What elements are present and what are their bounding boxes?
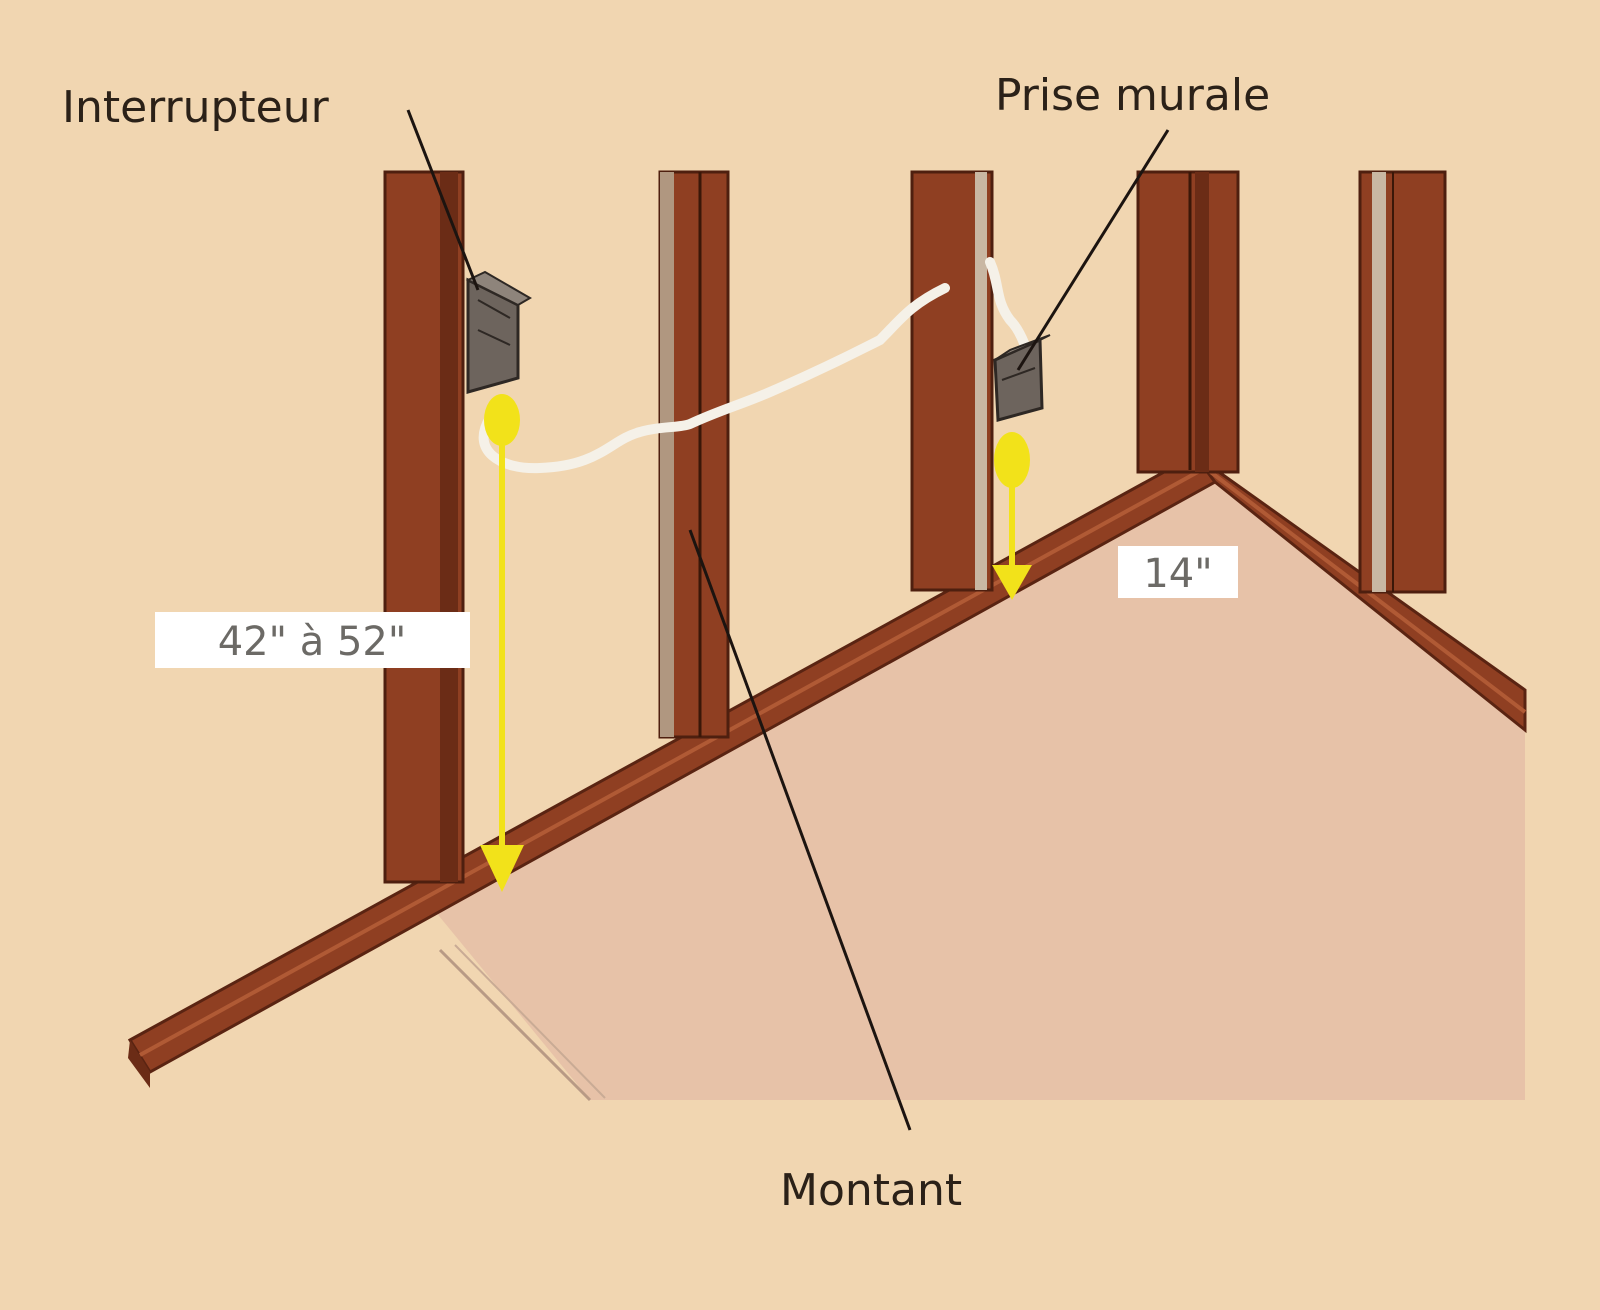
switch-leader-line: [406, 109, 480, 291]
switch-height-label: 42" à 52": [218, 619, 407, 665]
stud-label: Montant: [780, 1165, 962, 1216]
switch-height-guide: [480, 394, 524, 892]
plate-shadow: [438, 948, 592, 1102]
outlet-leader-line: [1016, 129, 1170, 371]
switch-box: [465, 270, 532, 394]
outlet-height-guide: [992, 432, 1032, 600]
switch-label: Interrupteur: [62, 82, 330, 133]
floor-surface: [430, 470, 1525, 1100]
stud-1: [383, 170, 465, 884]
outlet-height-label: 14": [1143, 551, 1212, 597]
outlet-label: Prise murale: [995, 70, 1270, 121]
switch-height-arrowhead: [480, 845, 524, 892]
stud-leader-line: [688, 529, 912, 1131]
plate-shadow-2: [454, 944, 606, 1099]
stud-2: [658, 170, 730, 739]
stud-3: [910, 170, 994, 592]
outlet-box: [993, 334, 1051, 422]
stud-4-corner: [1136, 170, 1240, 474]
stud-5: [1358, 170, 1447, 594]
outlet-height-label-box: [1118, 546, 1238, 598]
switch-height-label-box: [155, 612, 470, 668]
outlet-height-arrowhead: [992, 565, 1032, 600]
